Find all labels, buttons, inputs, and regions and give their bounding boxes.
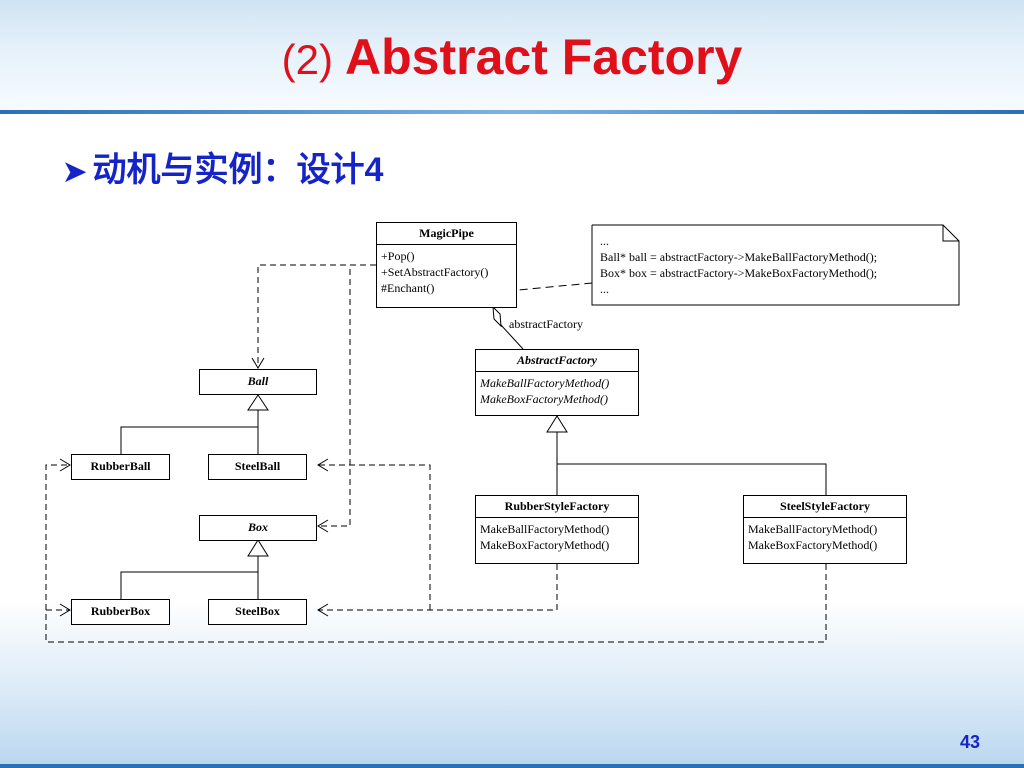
factory-inherit-branch bbox=[557, 463, 827, 496]
class-name: SteelStyleFactory bbox=[744, 496, 906, 518]
arrowhead-box bbox=[317, 519, 329, 533]
page-number: 43 bbox=[960, 732, 981, 752]
note-link bbox=[454, 282, 593, 297]
ball-inherit-triangle bbox=[247, 394, 269, 411]
class-magicpipe: MagicPipe +Pop() +SetAbstractFactory() #… bbox=[376, 222, 517, 308]
class-ball: Ball bbox=[199, 369, 317, 395]
rubber-factory-dep-ball bbox=[318, 464, 431, 610]
title-text: Abstract Factory bbox=[345, 29, 743, 85]
note-line: ... bbox=[600, 282, 609, 296]
bullet-point: ➤动机与实例：设计4 bbox=[63, 142, 383, 191]
pipe-to-box-dep bbox=[318, 264, 376, 527]
class-steelstylefactory: SteelStyleFactory MakeBallFactoryMethod(… bbox=[743, 495, 907, 564]
operation: MakeBallFactoryMethod() bbox=[480, 522, 610, 536]
class-abstractfactory: AbstractFactory MakeBallFactoryMethod() … bbox=[475, 349, 639, 416]
class-steelbox: SteelBox bbox=[208, 599, 307, 625]
arrowhead-ball bbox=[251, 357, 265, 369]
class-name: RubberStyleFactory bbox=[476, 496, 638, 518]
code-note: ... Ball* ball = abstractFactory->MakeBa… bbox=[592, 225, 959, 305]
pipe-to-ball-dep bbox=[257, 264, 376, 368]
aggregation-line bbox=[500, 324, 524, 350]
operation: MakeBoxFactoryMethod() bbox=[480, 538, 610, 552]
arrow-bullet-icon: ➤ bbox=[63, 156, 87, 187]
box-inherit-triangle bbox=[247, 539, 269, 557]
bullet-text: 动机与实例：设计4 bbox=[92, 151, 384, 189]
note-fold bbox=[942, 225, 959, 242]
class-rubberball: RubberBall bbox=[71, 454, 170, 480]
note-line: Box* box = abstractFactory->MakeBoxFacto… bbox=[600, 266, 878, 280]
factory-inherit-triangle bbox=[546, 415, 568, 433]
title-band bbox=[0, 0, 1024, 110]
operation: #Enchant() bbox=[381, 281, 435, 295]
class-box: Box bbox=[199, 515, 317, 541]
operation: MakeBoxFactoryMethod() bbox=[480, 392, 608, 406]
aggregation-diamond bbox=[492, 305, 502, 328]
class-rubberstylefactory: RubberStyleFactory MakeBallFactoryMethod… bbox=[475, 495, 639, 564]
arrowhead-steelball bbox=[317, 458, 329, 472]
title-divider bbox=[0, 110, 1024, 114]
operation: MakeBallFactoryMethod() bbox=[748, 522, 878, 536]
association-label: abstractFactory bbox=[509, 317, 583, 331]
operation: +SetAbstractFactory() bbox=[381, 265, 489, 279]
arrowhead-rubberball bbox=[59, 458, 71, 472]
bottom-divider bbox=[0, 764, 1024, 768]
operation: MakeBoxFactoryMethod() bbox=[748, 538, 878, 552]
class-name: AbstractFactory bbox=[476, 350, 638, 372]
operation: +Pop() bbox=[381, 249, 415, 263]
note-line: ... bbox=[600, 234, 609, 248]
ball-inherit-branch bbox=[120, 426, 258, 454]
arrowhead-rubberbox bbox=[59, 603, 71, 617]
slide-title: (2) Abstract Factory bbox=[0, 28, 1024, 86]
class-name: MagicPipe bbox=[377, 223, 516, 245]
steel-factory-dep bbox=[45, 464, 827, 643]
bottom-band bbox=[0, 600, 1024, 768]
arrowhead-steelbox bbox=[317, 603, 329, 617]
title-number: (2) bbox=[281, 36, 333, 83]
operation: MakeBallFactoryMethod() bbox=[480, 376, 610, 390]
class-rubberbox: RubberBox bbox=[71, 599, 170, 625]
rubber-factory-dep bbox=[318, 564, 558, 611]
note-outline bbox=[591, 224, 960, 306]
class-steelball: SteelBall bbox=[208, 454, 307, 480]
note-line: Ball* ball = abstractFactory->MakeBallFa… bbox=[600, 250, 878, 264]
box-inherit-branch bbox=[120, 571, 258, 599]
